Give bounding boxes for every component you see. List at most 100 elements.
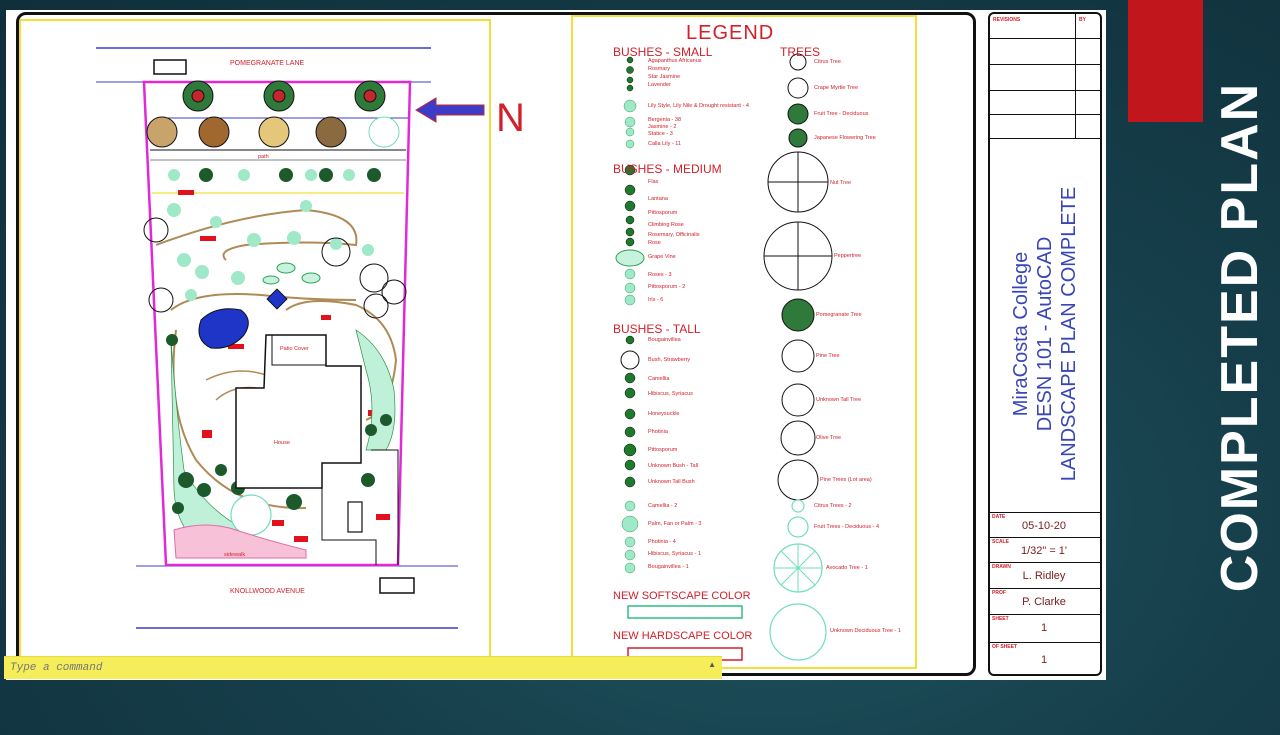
project-title: MiraCosta College DESN 101 - AutoCAD LAN…: [1009, 187, 1081, 482]
legend-item: Peppertree: [834, 253, 862, 259]
legend-item: Nut Tree: [830, 180, 852, 186]
revision-row-line: [990, 138, 1100, 139]
slide-accent-block: [1128, 0, 1203, 122]
legend-item: Rose: [648, 240, 661, 246]
legend-item: Jasmine - 2: [648, 124, 677, 130]
legend-item: Fruit Tree - Deciduous: [814, 111, 869, 117]
landscape-plan-drawing[interactable]: POMEGRANATE LANE KNOLLWOOD AVENUE path s…: [6, 10, 976, 680]
legend-item: Pomegranate Tree: [816, 312, 862, 318]
title-block-row-line: [990, 562, 1100, 563]
drawn-value: L. Ridley: [1022, 570, 1066, 582]
legend-item: Pine Tree: [816, 353, 840, 359]
legend-item: Photinia - 4: [648, 539, 676, 545]
legend-item: Flax: [648, 179, 659, 185]
revisions-divider: [1075, 14, 1076, 138]
legend-item: Unknown Tall Tree: [816, 397, 862, 403]
patio-cover-label: Patio Cover: [280, 346, 309, 352]
title-block-row-line: [990, 614, 1100, 615]
title-block-row-line: [990, 642, 1100, 643]
drawing-border: [16, 12, 976, 676]
prof-value: P. Clarke: [1022, 596, 1066, 608]
house-label: House: [274, 440, 290, 446]
legend-item: Citrus Trees - 2: [814, 503, 852, 509]
sidewalk-label: sidewalk: [224, 552, 246, 558]
legend-item: Pittosporum: [648, 210, 678, 216]
legend-bushes-small-heading: BUSHES - SMALL: [613, 45, 713, 59]
date-value: 05-10-20: [1021, 520, 1067, 532]
legend-item: Palm, Fan or Palm - 3: [648, 521, 702, 527]
legend-item: Rosemary, Officinalis: [648, 232, 700, 238]
north-label: N: [496, 96, 525, 140]
revision-row-line: [990, 90, 1100, 91]
legend-trees-heading: TREES: [780, 45, 821, 59]
legend-item: Honeysuckle: [648, 411, 680, 417]
street-label-top: POMEGRANATE LANE: [230, 60, 305, 67]
legend-item: Bergenia - 38: [648, 117, 682, 123]
legend-item: Lavender: [648, 82, 671, 88]
command-line-bar: ▲: [4, 656, 722, 679]
legend-item: Grape Vine: [648, 254, 676, 260]
legend-item: Fruit Trees - Deciduous - 4: [814, 524, 880, 530]
of-sheet-label: OF SHEET: [992, 644, 1018, 650]
legend-item: Japanese Flowering Tree: [814, 135, 876, 141]
legend-title: LEGEND: [686, 22, 775, 44]
by-label: BY: [1079, 17, 1086, 23]
date-label: DATE: [992, 514, 1006, 520]
legend-item: Pittosporum - 2: [648, 284, 686, 290]
legend-item: Hibiscus, Syriacus: [648, 391, 693, 397]
legend-item: Climbing Rose: [648, 222, 684, 228]
sheet-value: 1: [1040, 622, 1048, 634]
of-sheet-value: 1: [1040, 654, 1048, 666]
legend-new-softscape: NEW SOFTSCAPE COLOR: [613, 590, 751, 602]
legend-item: Unknown Tall Bush: [648, 479, 695, 485]
legend-item: Bush, Strawberry: [648, 357, 691, 363]
command-input[interactable]: [8, 659, 702, 677]
legend-item: Unknown Deciduous Tree - 1: [830, 628, 901, 634]
legend-bushes-tall-heading: BUSHES - TALL: [613, 322, 701, 336]
legend-item: Bougainvillea: [648, 337, 681, 343]
project-sheet-title: LANDSCAPE PLAN COMPLETE: [1058, 186, 1080, 482]
legend-item: Unknown Bush - Tall: [648, 463, 699, 469]
title-block-row-line: [990, 512, 1100, 513]
legend-item: Agapanthus Africanus: [648, 58, 702, 64]
legend-item: Star Jasmine: [648, 74, 681, 80]
title-block: REVISIONS BY MiraCosta College DESN 101 …: [988, 12, 1102, 676]
legend-item: Calla Lily - 11: [648, 141, 681, 147]
legend-item: Lily Style, Lily Nile & Drought resistan…: [648, 103, 749, 109]
slide-title: COMPLETED PLAN: [1211, 81, 1269, 593]
legend-new-hardscape: NEW HARDSCAPE COLOR: [613, 630, 753, 642]
legend-item: Camellia: [648, 376, 670, 382]
title-block-row-line: [990, 537, 1100, 538]
legend-item: Roses - 3: [648, 272, 672, 278]
command-history-toggle-icon[interactable]: ▲: [708, 660, 716, 669]
project-course: DESN 101 - AutoCAD: [1034, 236, 1056, 432]
prof-label: PROF: [992, 590, 1006, 596]
revision-row-line: [990, 64, 1100, 65]
legend-item: Photinia: [648, 429, 668, 435]
legend-item: Bougainvillea - 1: [648, 564, 689, 570]
revision-row-line: [990, 114, 1100, 115]
revisions-label: REVISIONS: [993, 17, 1021, 23]
legend-item: Pine Trees (Lot area): [820, 477, 872, 483]
legend-item: Crape Myrtle Tree: [814, 85, 859, 91]
legend-item: Avocado Tree - 1: [826, 565, 868, 571]
drawn-label: DRAWN: [992, 564, 1011, 570]
street-label-bottom: KNOLLWOOD AVENUE: [230, 588, 305, 595]
project-title-panel: MiraCosta College DESN 101 - AutoCAD LAN…: [990, 154, 1100, 514]
legend-item: Statice - 3: [648, 131, 673, 137]
legend-item: Olive Tree: [816, 435, 842, 441]
legend-item: Pittosporum: [648, 447, 678, 453]
title-block-row-line: [990, 588, 1100, 589]
path-label: path: [258, 154, 269, 160]
legend-item: Iris - 6: [648, 297, 664, 303]
legend-item: Lantana: [648, 196, 668, 202]
legend-item: Citrus Tree: [814, 59, 841, 65]
legend-item: Hibiscus, Syriacus - 1: [648, 551, 701, 557]
project-school: MiraCosta College: [1010, 251, 1032, 417]
plan-graphics: [19, 15, 917, 669]
legend-item: Camellia - 2: [648, 503, 678, 509]
sheet-label: SHEET: [992, 616, 1009, 622]
scale-label: SCALE: [992, 539, 1009, 545]
drawing-sheet: POMEGRANATE LANE KNOLLWOOD AVENUE path s…: [6, 10, 1106, 680]
legend-bushes-medium-heading: BUSHES - MEDIUM: [613, 162, 722, 176]
